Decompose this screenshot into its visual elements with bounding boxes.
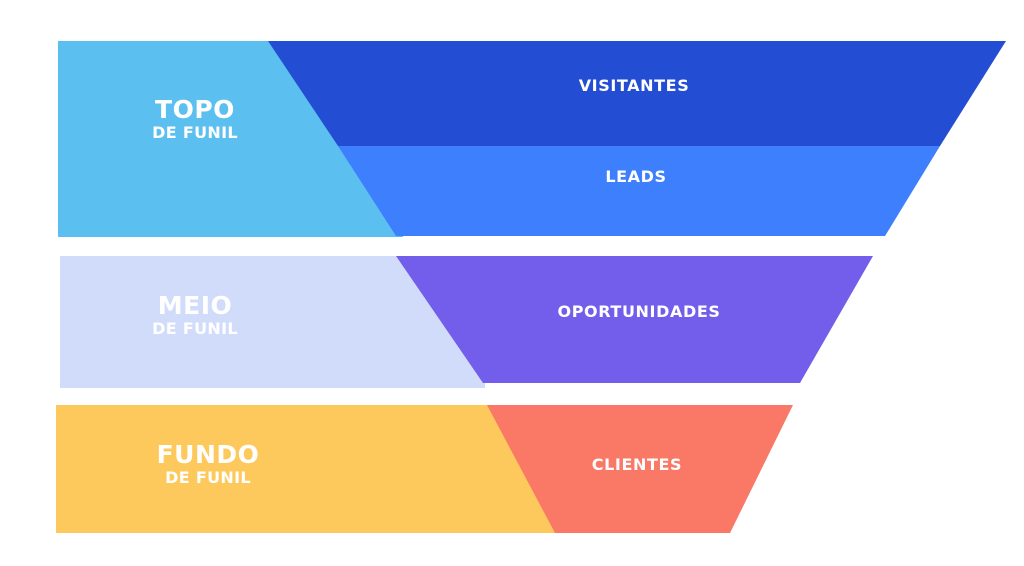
segment-label-clientes: CLIENTES [591,455,683,474]
stage-label-topo: TOPO DE FUNIL [55,97,335,141]
stage-subtitle-topo: DE FUNIL [152,123,238,142]
stage-label-meio: MEIO DE FUNIL [55,293,335,337]
stage-title-fundo: FUNDO [156,440,260,469]
funnel-segment-visitantes [268,41,1006,146]
stage-title-meio: MEIO [157,291,233,320]
stage-title-topo: TOPO [155,95,235,124]
segment-label-oportunidades: OPORTUNIDADES [557,302,721,321]
funnel-segment-oportunidades [396,256,873,383]
segment-label-leads: LEADS [605,167,667,186]
segment-label-visitantes: VISITANTES [578,76,690,95]
stage-band-fundo [56,405,561,533]
funnel-segment-leads [338,146,940,236]
stage-label-fundo: FUNDO DE FUNIL [68,442,348,486]
stage-subtitle-fundo: DE FUNIL [165,468,251,487]
funnel-segment-clientes [487,405,793,533]
stage-subtitle-meio: DE FUNIL [152,319,238,338]
